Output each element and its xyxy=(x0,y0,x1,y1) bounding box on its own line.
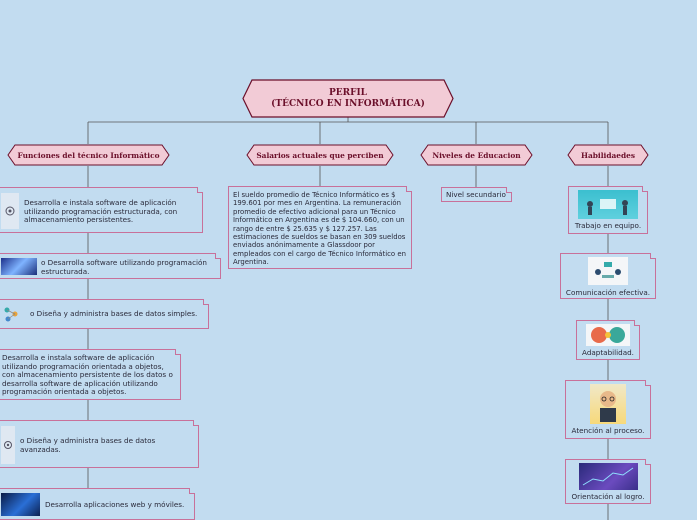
gear-icon xyxy=(1,426,15,464)
salario-card[interactable]: El sueldo promedio de Técnico Informátic… xyxy=(228,186,412,269)
salario-text: El sueldo promedio de Técnico Informátic… xyxy=(233,191,406,267)
funciones-text: Desarrolla e instala software de aplicac… xyxy=(24,198,178,225)
habilidad-label: Orientación al logro. xyxy=(571,492,645,501)
habilidad-card-1[interactable]: Trabajo en equipo. xyxy=(568,186,648,234)
habilidad-label: Comunicación efectiva. xyxy=(565,288,651,297)
branch-habilidades[interactable]: Habilidaedes xyxy=(567,144,649,166)
root-hexagon-shape xyxy=(242,79,454,118)
funciones-text: Desarrolla e instala software de aplicac… xyxy=(2,353,173,397)
funciones-text: o Diseña y administra bases de datos ava… xyxy=(20,436,156,454)
habilidad-card-4[interactable]: Atención al proceso. xyxy=(565,380,651,439)
branch-label: Habilidaedes xyxy=(580,150,636,160)
funciones-card-4[interactable]: Desarrolla e instala software de aplicac… xyxy=(0,349,181,400)
habilidad-label: Atención al proceso. xyxy=(571,426,645,435)
circuit-image xyxy=(1,258,37,275)
funciones-card-1[interactable]: Desarrolla e instala software de aplicac… xyxy=(0,187,203,233)
gear-icon xyxy=(1,193,19,229)
funciones-text: o Desarrolla software utilizando program… xyxy=(41,258,207,276)
branch-label: Salarios actuales que perciben xyxy=(256,150,384,160)
branch-label: Niveles de Educacion xyxy=(432,150,521,160)
habilidad-label: Adaptabilidad. xyxy=(582,348,634,357)
meeting-image xyxy=(588,257,628,285)
funciones-card-6[interactable]: Desarrolla aplicaciones web y móviles. xyxy=(0,488,195,520)
branch-salarios[interactable]: Salarios actuales que perciben xyxy=(246,144,394,166)
educacion-card[interactable]: Nivel secundario xyxy=(441,187,512,202)
funciones-card-3[interactable]: o Diseña y administra bases de datos sim… xyxy=(0,299,209,329)
network-icon xyxy=(1,304,21,325)
chart-image xyxy=(579,463,638,490)
branch-funciones[interactable]: Funciones del técnico Informático xyxy=(7,144,170,166)
habilidad-card-2[interactable]: Comunicación efectiva. xyxy=(560,253,656,299)
root-node[interactable]: PERFIL (TÉCNICO EN INFORMÁTICA) xyxy=(242,79,454,118)
branch-educacion[interactable]: Niveles de Educacion xyxy=(420,144,533,166)
branch-label: Funciones del técnico Informático xyxy=(17,150,160,160)
root-subtitle: (TÉCNICO EN INFORMÁTICA) xyxy=(271,98,425,109)
habilidad-label: Trabajo en equipo. xyxy=(574,221,642,230)
team-image xyxy=(578,190,638,219)
habilidad-card-3[interactable]: Adaptabilidad. xyxy=(576,320,640,360)
funciones-card-5[interactable]: o Diseña y administra bases de datos ava… xyxy=(0,420,199,468)
funciones-text: Desarrolla aplicaciones web y móviles. xyxy=(45,500,185,509)
funciones-text: o Diseña y administra bases de datos sim… xyxy=(30,309,198,318)
educacion-text: Nivel secundario xyxy=(446,190,506,199)
habilidad-card-5[interactable]: Orientación al logro. xyxy=(565,459,651,504)
code-screen-image xyxy=(1,493,40,516)
thinker-image xyxy=(590,384,626,424)
heads-image xyxy=(586,324,630,346)
root-title: PERFIL xyxy=(328,87,368,98)
funciones-card-2[interactable]: o Desarrolla software utilizando program… xyxy=(0,253,221,279)
